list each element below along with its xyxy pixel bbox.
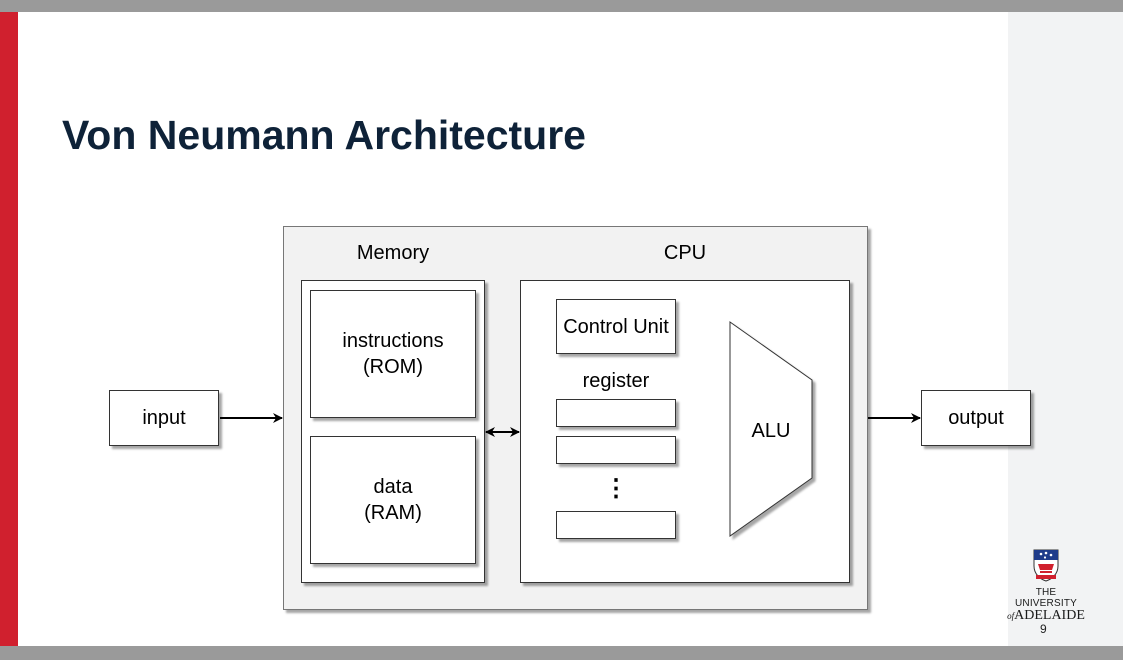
instructions-rom-box: instructions (ROM) [310,290,476,418]
memory-heading: Memory [356,242,430,264]
register-1 [556,399,676,427]
instructions-label: instructions [342,330,444,352]
input-label: input [142,407,186,429]
alu-shape [729,321,813,537]
rom-label: (ROM) [363,356,423,378]
output-box: output [921,390,1031,446]
slide-title: Von Neumann Architecture [62,112,586,158]
accent-stripe [0,12,18,646]
output-label: output [948,407,1004,429]
top-bar [0,0,1123,12]
right-background-band [1008,12,1123,646]
control-unit-label: Control Unit [563,315,669,338]
bottom-bar [0,646,1123,660]
logo-of: of [1007,611,1015,621]
register-ellipsis: ⋮ [604,475,628,502]
cpu-heading: CPU [663,242,707,264]
register-heading: register [582,370,650,392]
logo-adelaide: ADELAIDE [1014,608,1085,623]
logo-line2: ofADELAIDE [1004,609,1088,623]
input-box: input [109,390,219,446]
data-label: data [373,476,413,498]
register-n [556,511,676,539]
register-2 [556,436,676,464]
ram-label: (RAM) [364,502,422,524]
data-ram-box: data (RAM) [310,436,476,564]
page-number: 9 [1040,622,1047,636]
control-unit-box: Control Unit [556,299,676,354]
university-logo: THE UNIVERSITY ofADELAIDE [1004,548,1088,623]
logo-line1: THE UNIVERSITY [1014,587,1077,609]
alu-label: ALU [752,420,791,442]
university-crest-icon [1033,549,1059,582]
